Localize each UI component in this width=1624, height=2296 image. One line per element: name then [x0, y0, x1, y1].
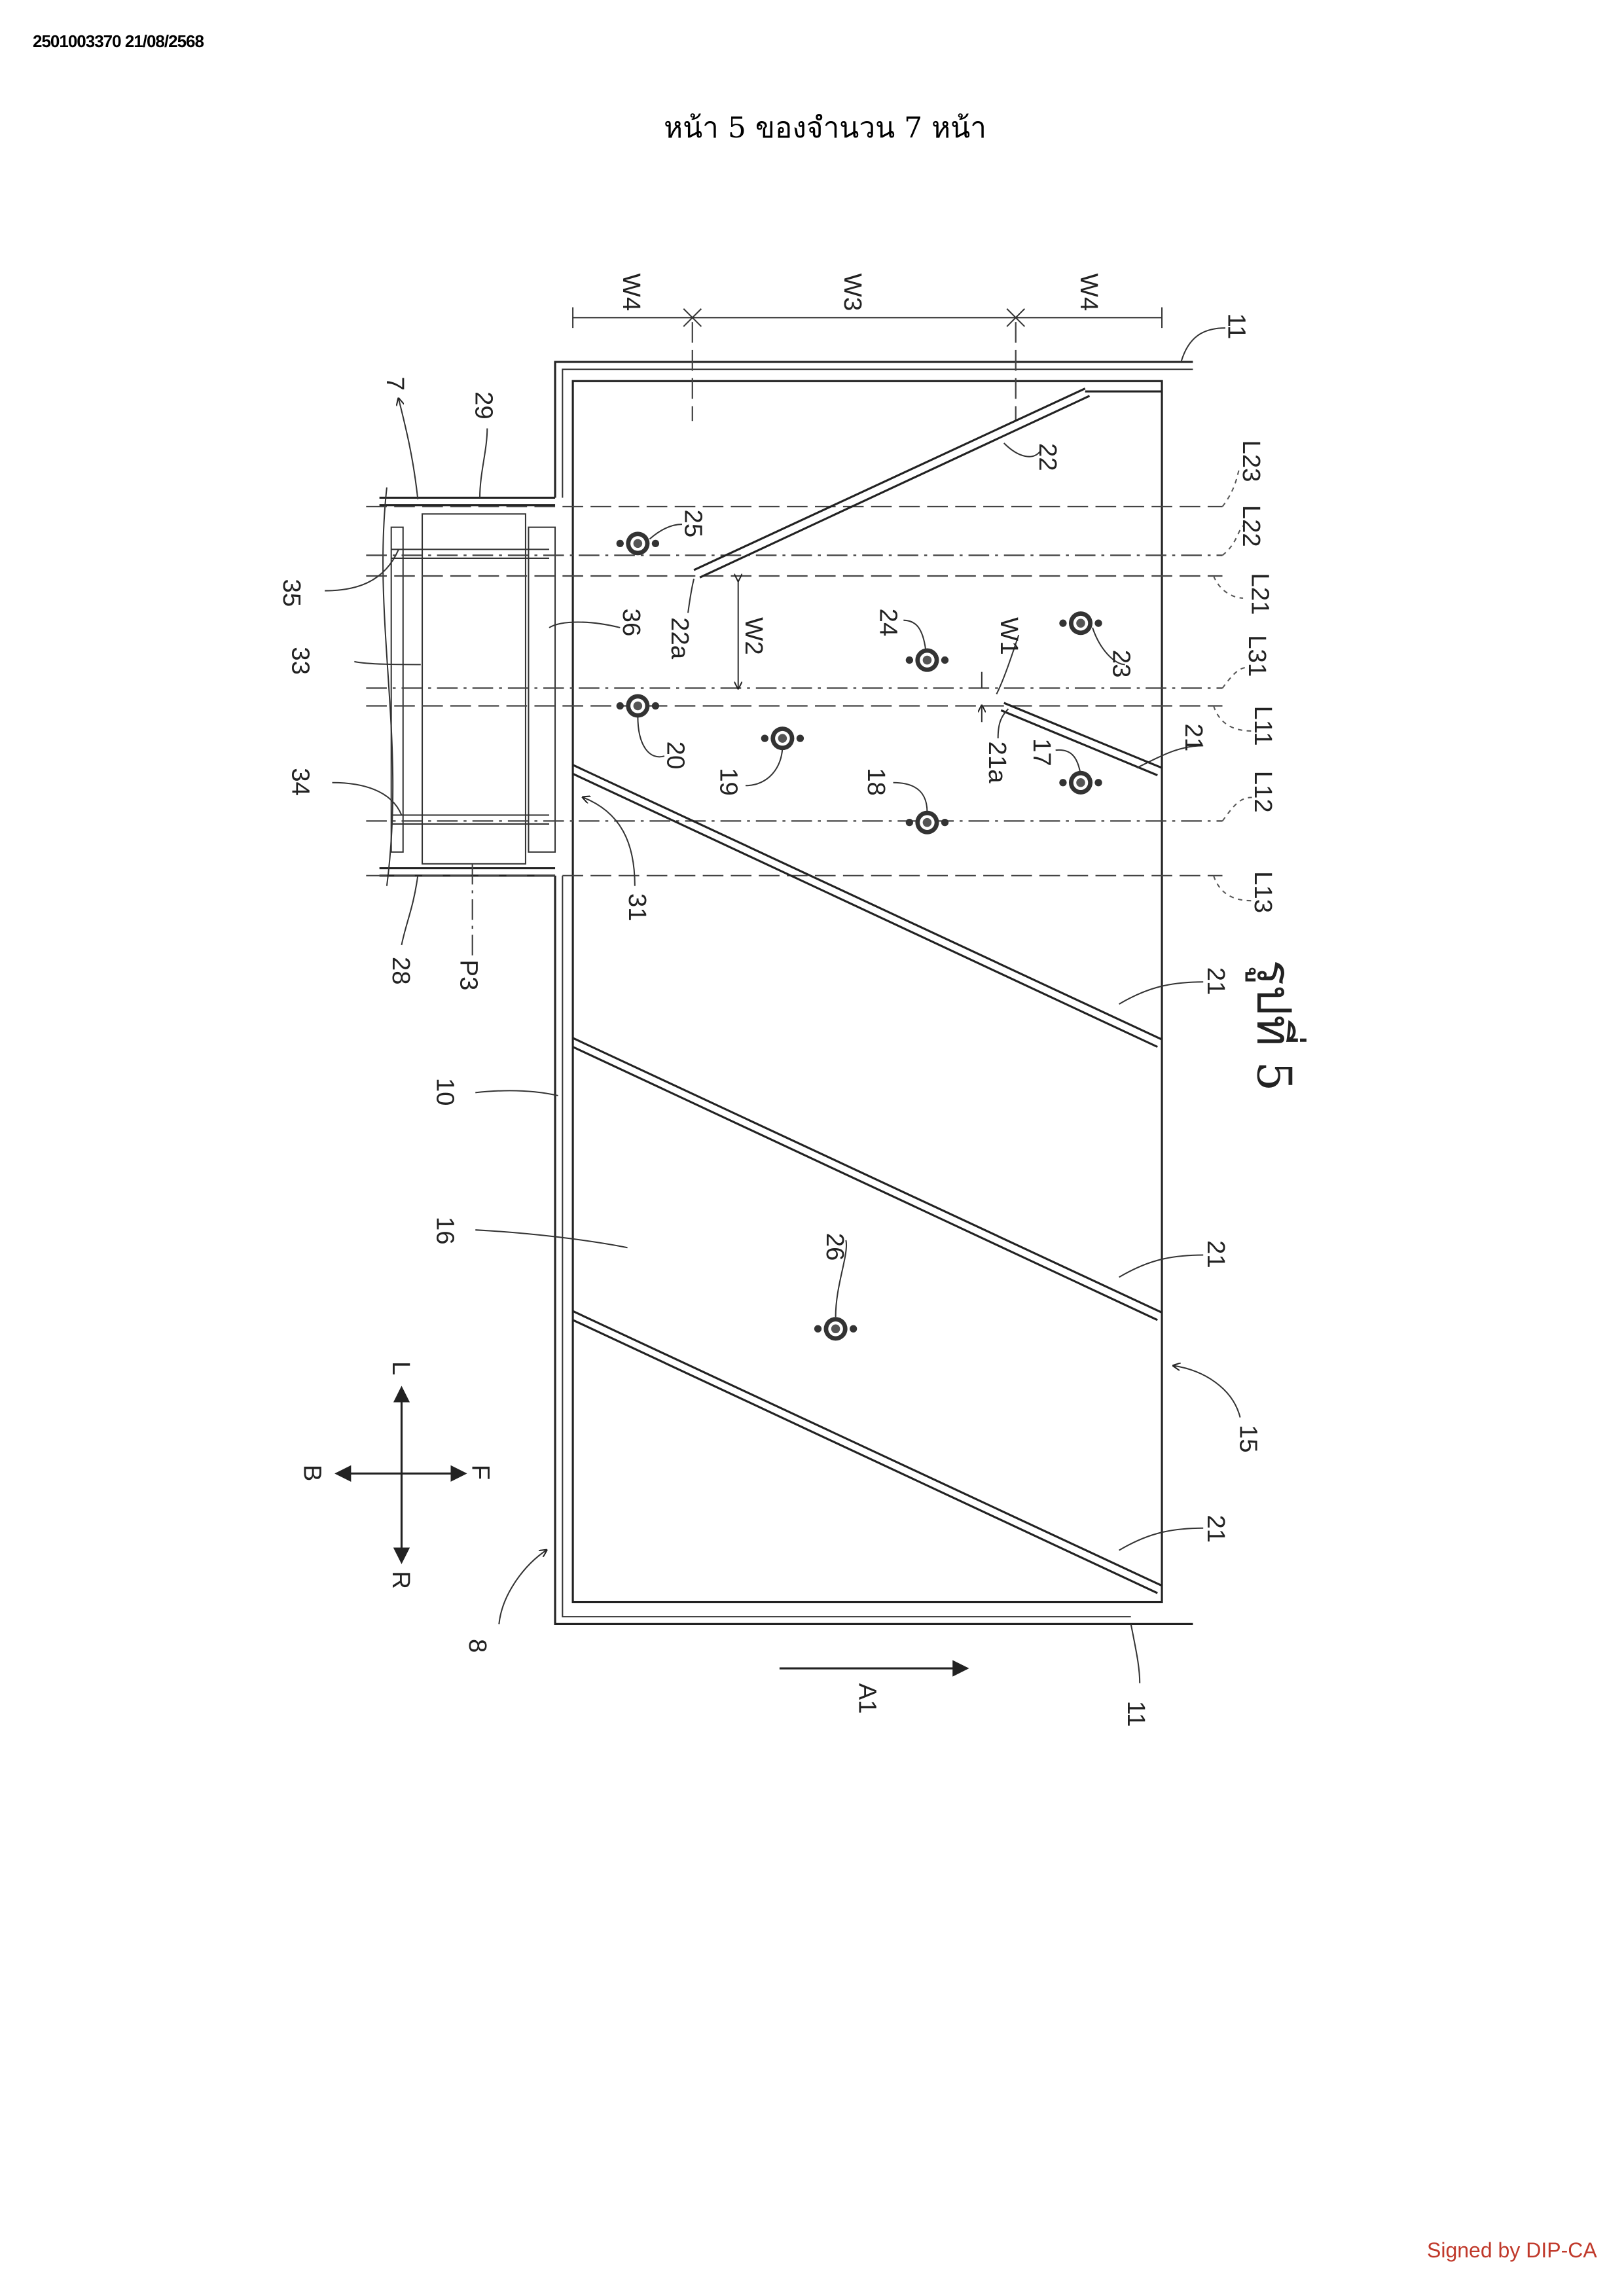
label-36: 36	[617, 609, 645, 637]
label-dir-r: R	[387, 1571, 415, 1589]
label-dir-f: F	[467, 1465, 495, 1480]
label-w3: W3	[839, 274, 867, 311]
label-w1: W1	[995, 617, 1023, 655]
label-7: 7	[381, 377, 409, 391]
label-34: 34	[287, 768, 315, 796]
nozzle-icon	[814, 1317, 857, 1341]
label-l22: L22	[1237, 505, 1265, 547]
baffles	[572, 387, 1163, 1594]
label-21-fourth: 21	[1202, 1515, 1230, 1543]
label-11-top: 11	[1223, 314, 1251, 340]
label-l31: L31	[1243, 635, 1271, 677]
outer-housing	[554, 361, 1193, 1625]
nozzles	[616, 531, 1102, 1341]
nozzle-icon	[1059, 611, 1102, 636]
label-8: 8	[463, 1639, 492, 1653]
label-dir-l: L	[387, 1361, 415, 1375]
label-16: 16	[431, 1217, 460, 1245]
label-10: 10	[431, 1078, 460, 1106]
label-22: 22	[1034, 443, 1062, 471]
label-18: 18	[862, 768, 890, 796]
nozzle-icon	[1059, 770, 1102, 795]
nozzle-icon	[761, 726, 804, 751]
label-11-bottom: 11	[1122, 1701, 1150, 1727]
nozzle-icon	[905, 648, 949, 672]
figure-caption: รูปที่ 5	[1246, 960, 1307, 1091]
label-w4-right: W4	[1075, 274, 1103, 311]
mixer-unit	[379, 487, 556, 960]
label-25: 25	[679, 510, 708, 538]
label-33: 33	[287, 647, 315, 675]
label-w2: W2	[740, 617, 768, 655]
nozzle-icon	[616, 694, 660, 718]
label-23: 23	[1108, 650, 1136, 678]
document-id: 2501003370 21/08/2568	[33, 31, 204, 51]
label-28: 28	[387, 957, 415, 985]
label-21a: 21a	[983, 742, 1011, 784]
page-number: หน้า 5 ของจำนวน 7 หน้า	[664, 111, 986, 145]
nozzle-icon	[616, 531, 660, 556]
label-21-second: 21	[1202, 967, 1230, 996]
direction-indicator	[334, 1386, 969, 1677]
reference-lines	[366, 322, 1223, 876]
label-dir-b: B	[298, 1465, 327, 1482]
label-w4-left: W4	[617, 274, 645, 311]
label-21-short: 21	[1180, 724, 1208, 752]
label-l21: L21	[1246, 573, 1274, 615]
label-19: 19	[715, 768, 743, 796]
width-dimensions	[572, 307, 1163, 723]
label-22a: 22a	[666, 617, 694, 660]
label-15: 15	[1235, 1425, 1263, 1453]
signature-note: Signed by DIP-CA	[1427, 2238, 1597, 2262]
reference-labels: W4 W3 W4 11 11 22 22a L23 L22 L21 L31 L1…	[278, 274, 1307, 1727]
label-31: 31	[623, 893, 651, 922]
label-26: 26	[821, 1233, 849, 1261]
label-17: 17	[1028, 738, 1056, 766]
label-29: 29	[469, 391, 497, 420]
label-35: 35	[278, 579, 306, 607]
label-21-third: 21	[1202, 1240, 1230, 1268]
label-p3: P3	[455, 960, 483, 990]
label-24: 24	[874, 609, 902, 637]
label-a1: A1	[854, 1683, 882, 1714]
label-l13: L13	[1249, 871, 1277, 913]
label-l12: L12	[1249, 771, 1277, 813]
label-20: 20	[661, 742, 689, 770]
label-l23: L23	[1237, 440, 1265, 482]
nozzle-icon	[905, 810, 949, 834]
leader-lines	[325, 327, 1252, 1683]
label-l11: L11	[1249, 706, 1277, 745]
